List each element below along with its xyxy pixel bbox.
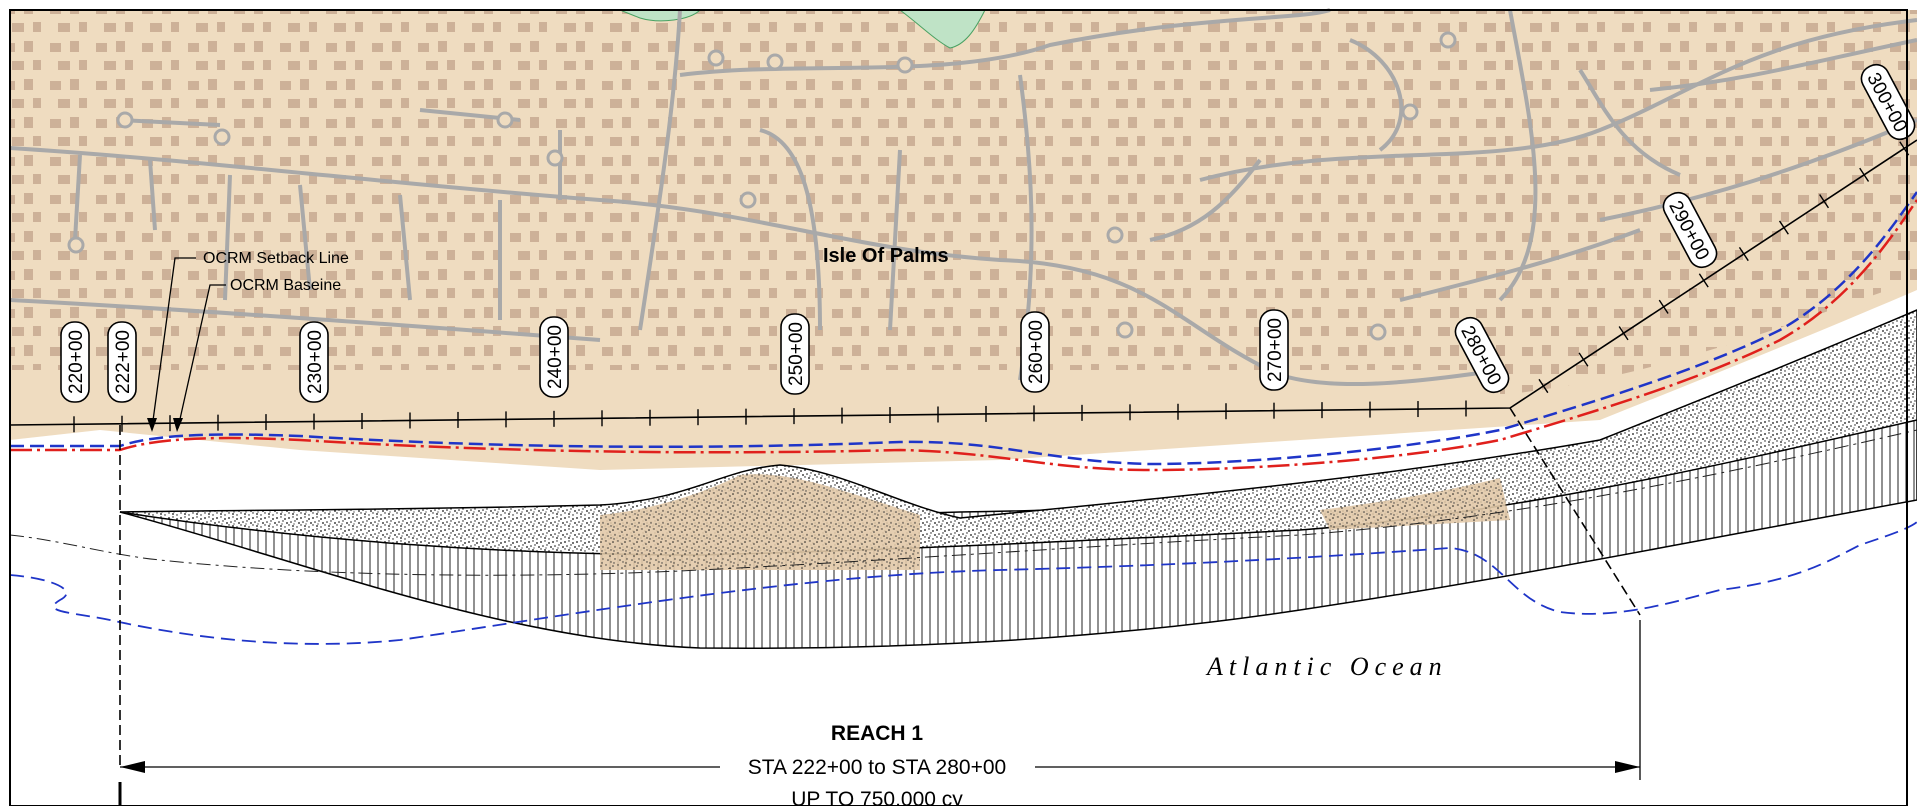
dimension-arrow-right [1615, 761, 1640, 773]
station-callout: 250+00 [780, 313, 810, 395]
ocrm-baseline [10, 191, 1917, 466]
station-label: 230+00 [305, 330, 326, 394]
station-label: 270+00 [1265, 318, 1286, 382]
station-callout: 222+00 [107, 321, 137, 403]
station-badge [107, 321, 137, 403]
road-network [9, 8, 1917, 387]
station-badge [539, 316, 569, 398]
arrowhead [173, 418, 183, 432]
baseline-tick [1819, 194, 1830, 209]
ocrm-setback-line-label: OCRM Setback Line [203, 250, 349, 267]
reach-title: REACH 1 [831, 722, 924, 745]
baseline-tick [1859, 167, 1870, 182]
baseline-tick [1738, 246, 1749, 262]
baseline-tick [1778, 220, 1789, 235]
baseline-tick [1618, 326, 1629, 341]
shoreline-contour [9, 429, 1917, 576]
station-badge [60, 321, 90, 403]
reach-end-line [1509, 407, 1641, 616]
survey-baseline-ticks [73, 141, 1910, 433]
baseline-tick [1658, 299, 1669, 314]
place-label: Isle Of Palms [823, 245, 949, 267]
beach-fill-highlight [600, 474, 920, 570]
map-frame [9, 9, 1908, 806]
station-badge [1454, 316, 1510, 394]
ocrm-baseline-label: OCRM Baseine [230, 277, 341, 294]
station-callout: 220+00 [60, 321, 90, 403]
arrowhead [147, 418, 157, 432]
ocean-label: Atlantic Ocean [1205, 652, 1448, 681]
station-callout: 270+00 [1259, 309, 1289, 391]
ocrm-setback-line [10, 199, 1917, 472]
station-label: 250+00 [786, 322, 807, 386]
station-labels: 220+00 222+00 230+00 240+00 250+00 260+00 270+… [60, 63, 1916, 403]
station-label: 222+00 [113, 330, 134, 394]
baseline-tick [1578, 352, 1589, 367]
offshore-contour [9, 521, 1917, 645]
station-label: 240+00 [545, 325, 566, 389]
station-callout: 230+00 [299, 321, 329, 403]
station-callout: 240+00 [539, 316, 569, 398]
station-badge [1259, 309, 1289, 391]
road-cul-de-sacs [67, 31, 1457, 379]
dimension-arrow-left [120, 761, 145, 773]
station-badge [299, 321, 329, 403]
station-label: 260+00 [1026, 320, 1047, 384]
station-label: 220+00 [66, 330, 87, 394]
beach-fill-highlight [1320, 478, 1510, 530]
station-badge [1020, 311, 1050, 393]
station-badge [780, 313, 810, 395]
station-callout: 260+00 [1020, 311, 1050, 393]
reach-volume: UP TO 750,000 cy [791, 788, 963, 806]
station-badge [1662, 191, 1718, 269]
ocrm-label-leaders [151, 257, 226, 429]
reach-station-range: STA 222+00 to STA 280+00 [748, 756, 1006, 779]
baseline-tick [1538, 378, 1549, 394]
baseline-tick [1698, 273, 1709, 288]
vegetation-patch [898, 9, 986, 49]
